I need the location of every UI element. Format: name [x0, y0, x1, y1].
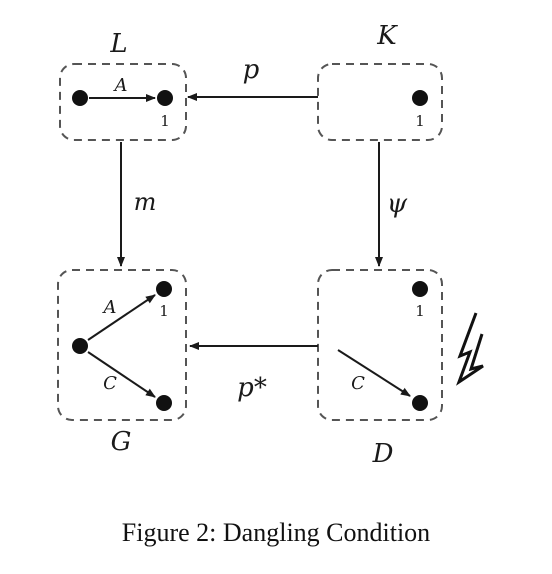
edge-label-G-C: C — [103, 373, 117, 394]
morphism-label-p-star: p* — [237, 373, 267, 403]
edge-G-C — [87, 351, 156, 398]
box-G — [57, 269, 187, 421]
lightning-bolt-icon — [456, 312, 484, 386]
label-G: G — [111, 427, 132, 457]
node-K-1 — [412, 90, 428, 106]
node-label-K-1: 1 — [415, 112, 425, 130]
label-L: L — [109, 29, 127, 59]
morphism-label-p: p — [243, 55, 260, 85]
morphism-label-psi: ψ — [387, 189, 408, 219]
node-G-target — [156, 395, 172, 411]
node-label-D-1: 1 — [415, 302, 425, 320]
label-D: D — [372, 439, 394, 469]
edge-D-C — [337, 349, 411, 397]
node-G-1 — [156, 281, 172, 297]
label-K: K — [376, 21, 398, 51]
box-L — [59, 63, 187, 141]
node-L-1 — [157, 90, 173, 106]
node-L-source — [72, 90, 88, 106]
node-D-1 — [412, 281, 428, 297]
node-label-G-1: 1 — [159, 302, 169, 320]
node-G-source — [72, 338, 88, 354]
node-D-target — [412, 395, 428, 411]
edge-label-D-C: C — [351, 373, 365, 394]
edge-label-L-A: A — [113, 75, 128, 96]
edge-G-A — [87, 294, 156, 341]
figure-caption: Figure 2: Dangling Condition — [121, 518, 431, 547]
edge-label-G-A: A — [102, 297, 117, 318]
morphism-label-m: m — [134, 188, 157, 216]
node-label-L-1: 1 — [160, 112, 170, 130]
box-K — [317, 63, 443, 141]
